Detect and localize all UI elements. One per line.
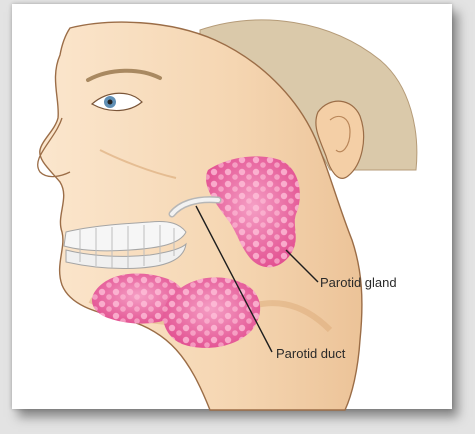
parotid-gland-label: Parotid gland — [320, 275, 397, 290]
parotid-duct-label: Parotid duct — [276, 346, 345, 361]
